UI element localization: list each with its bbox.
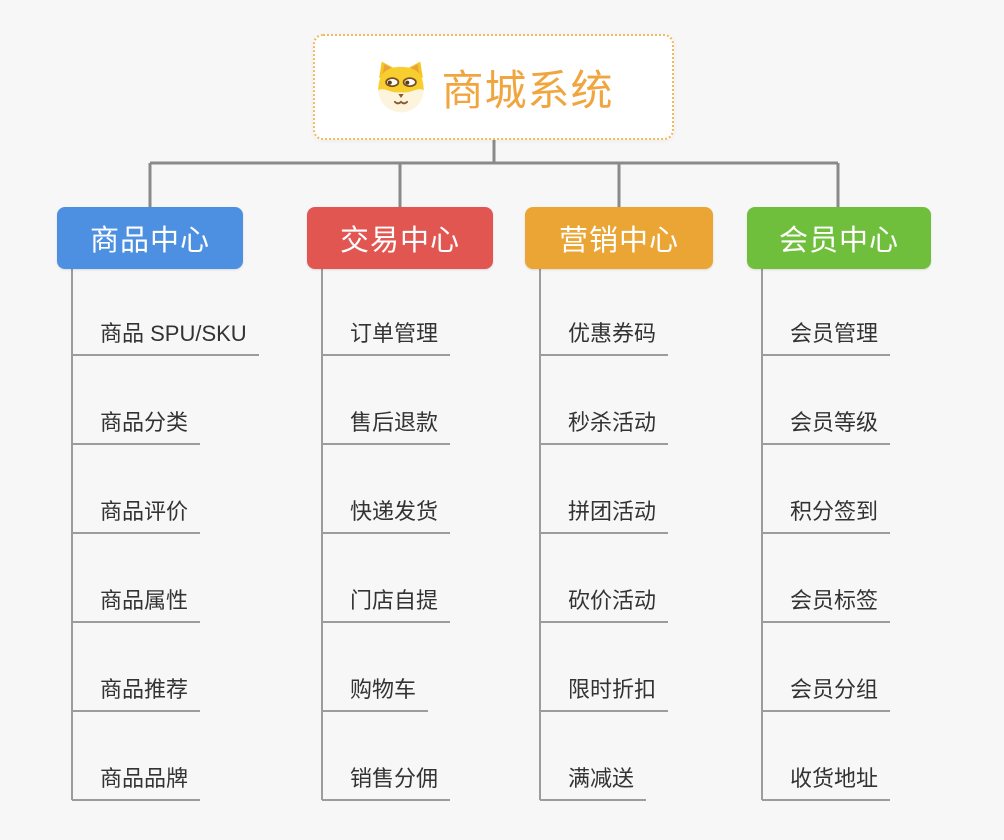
leaf-node[interactable]: 会员管理 (762, 321, 891, 356)
leaf-node[interactable]: 满减送 (540, 766, 647, 801)
leaf-node[interactable]: 门店自提 (322, 588, 451, 623)
leaf-node[interactable]: 收货地址 (762, 766, 891, 801)
leaf-node[interactable]: 商品评价 (72, 499, 201, 534)
root-node[interactable]: 商城系统 (313, 34, 674, 140)
leaf-node[interactable]: 会员等级 (762, 410, 891, 445)
leaf-node[interactable]: 会员分组 (762, 677, 891, 712)
branch-node-marketing-center[interactable]: 营销中心 (525, 207, 713, 269)
dog-face-icon (378, 61, 425, 113)
leaf-node[interactable]: 商品属性 (72, 588, 201, 623)
leaf-node[interactable]: 优惠券码 (540, 321, 669, 356)
leaf-node[interactable]: 会员标签 (762, 588, 891, 623)
leaf-node[interactable]: 砍价活动 (540, 588, 669, 623)
root-title: 商城系统 (441, 66, 614, 114)
leaf-node[interactable]: 秒杀活动 (540, 410, 669, 445)
branch-node-trade-center[interactable]: 交易中心 (307, 207, 493, 269)
leaf-node[interactable]: 快递发货 (322, 499, 451, 534)
leaf-node[interactable]: 积分签到 (762, 499, 891, 534)
leaf-node[interactable]: 购物车 (322, 677, 429, 712)
leaf-node[interactable]: 限时折扣 (540, 677, 669, 712)
branch-node-product-center[interactable]: 商品中心 (57, 207, 243, 269)
leaf-node[interactable]: 售后退款 (322, 410, 451, 445)
leaf-node[interactable]: 商品分类 (72, 410, 201, 445)
branch-node-member-center[interactable]: 会员中心 (747, 207, 931, 269)
leaf-node[interactable]: 销售分佣 (322, 766, 451, 801)
leaf-node[interactable]: 拼团活动 (540, 499, 669, 534)
leaf-node[interactable]: 商品 SPU/SKU (72, 321, 259, 356)
leaf-node[interactable]: 订单管理 (322, 321, 451, 356)
leaf-node[interactable]: 商品品牌 (72, 766, 201, 801)
leaf-node[interactable]: 商品推荐 (72, 677, 201, 712)
